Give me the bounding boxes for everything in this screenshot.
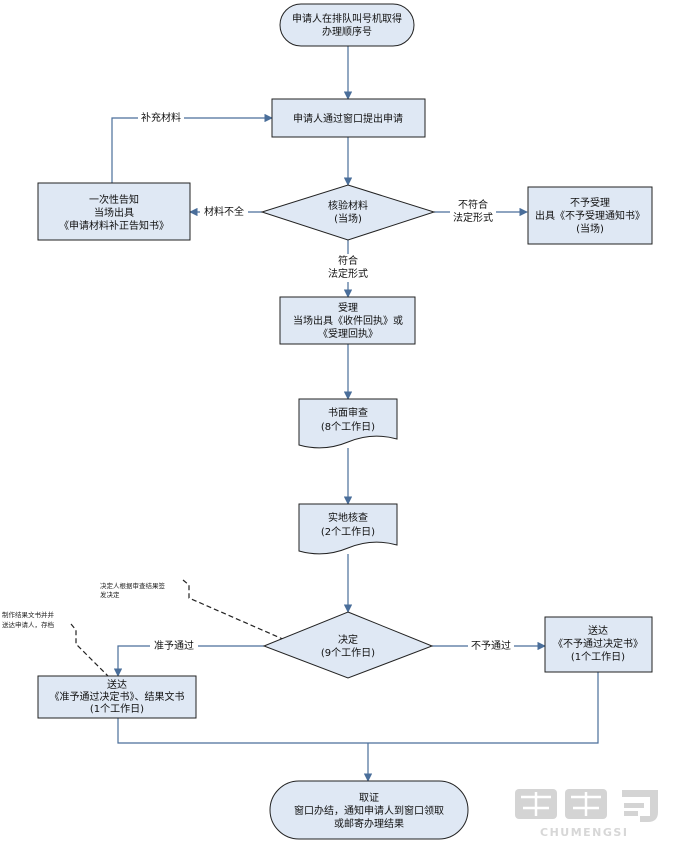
watermark-logo: CHUMENGSI: [515, 789, 658, 839]
archive-note-line-1: 制作结果文书并并: [2, 610, 55, 619]
deliver-reject-line-1: 送达: [588, 624, 608, 637]
submit-box: [271, 98, 426, 138]
written-review-line-2: (8个工作日): [321, 421, 375, 433]
notify-once-line-2: 当场出具: [94, 206, 134, 219]
label-conform-1: 符合: [338, 254, 358, 267]
site-check-line-2: (2个工作日): [321, 526, 375, 538]
notify-once-line-3: 《申请材料补正告知书》: [59, 219, 169, 232]
pickup-line-3: 或邮寄办理结果: [334, 817, 404, 830]
deliver-approve-box: [37, 675, 197, 719]
deliver-reject-line-2: 《不予通过决定书》: [553, 637, 643, 650]
label-reject: 不予通过: [471, 639, 511, 652]
start-line-1: 申请人在排队叫号机取得: [292, 12, 402, 25]
reject-accept-line-2: 出具《不予受理通知书》: [535, 209, 645, 222]
reject-accept-box: [527, 186, 653, 245]
notify-once-line-1: 一次性告知: [89, 193, 139, 206]
decision-diamond: [262, 611, 434, 679]
accept-line-2: 当场出具《收件回执》或: [293, 314, 403, 327]
pickup-terminal: [269, 780, 469, 840]
decision-note-leader: [182, 579, 286, 641]
deliver-reject-box: [544, 616, 653, 673]
pickup-line-2: 窗口办结，通知申请人到窗口领取: [294, 804, 444, 817]
deliver-approve-line-2: 《准予通过决定书》、结果文书: [50, 690, 185, 703]
start-line-2: 办理顺序号: [322, 25, 372, 38]
edge-label-backgrounds: [138, 111, 514, 652]
label-nonconform-1: 不符合: [458, 198, 488, 211]
reject-accept-line-3: (当场): [576, 222, 604, 235]
written-review-doc: [298, 398, 398, 449]
watermark-brand: CHUMENGSI: [540, 826, 628, 839]
reject-accept-line-1: 不予受理: [570, 197, 610, 209]
label-approve: 准予通过: [154, 639, 194, 652]
edge-approve: [113, 645, 264, 677]
label-incomplete: 材料不全: [204, 205, 244, 218]
deliver-approve-line-1: 送达: [107, 678, 127, 691]
site-check-line-1: 实地核查: [328, 511, 368, 524]
label-supplement: 补充材料: [141, 111, 181, 124]
accept-line-1: 受理: [338, 302, 358, 314]
note-leaders: [70, 579, 286, 677]
deliver-reject-line-3: (1个工作日): [571, 651, 625, 663]
pickup-line-1: 取证: [359, 792, 379, 804]
decision-line-1: 决定: [338, 633, 358, 646]
shapes: [37, 3, 653, 840]
connectors: [111, 46, 599, 782]
edge-reject-merge: [368, 672, 599, 744]
site-check-doc: [298, 503, 398, 555]
submit-label: 申请人通过窗口提出申请: [293, 112, 403, 125]
accept-line-3: 《受理回执》: [318, 327, 378, 340]
label-nonconform-2: 法定形式: [453, 211, 493, 224]
check-line-1: 核验材料: [328, 199, 368, 212]
decision-note-line-2: 发决定: [100, 590, 120, 599]
label-conform-2: 法定形式: [328, 267, 368, 280]
accept-box: [279, 296, 416, 345]
archive-note-line-2: 送达申请人，存档: [2, 620, 54, 629]
decision-line-2: (9个工作日): [321, 647, 375, 659]
check-diamond: [260, 184, 436, 241]
start-terminal: [279, 3, 415, 47]
check-line-2: (当场): [334, 212, 362, 225]
edge-supplement: [111, 113, 273, 183]
deliver-approve-line-3: (1个工作日): [90, 703, 144, 715]
notify-once-box: [37, 182, 191, 241]
edge-approve-merge: [117, 718, 368, 744]
archive-note-leader: [70, 623, 109, 677]
written-review-line-1: 书面审查: [328, 406, 368, 419]
decision-note-line-1: 决定人根据审查结果签: [100, 581, 166, 590]
